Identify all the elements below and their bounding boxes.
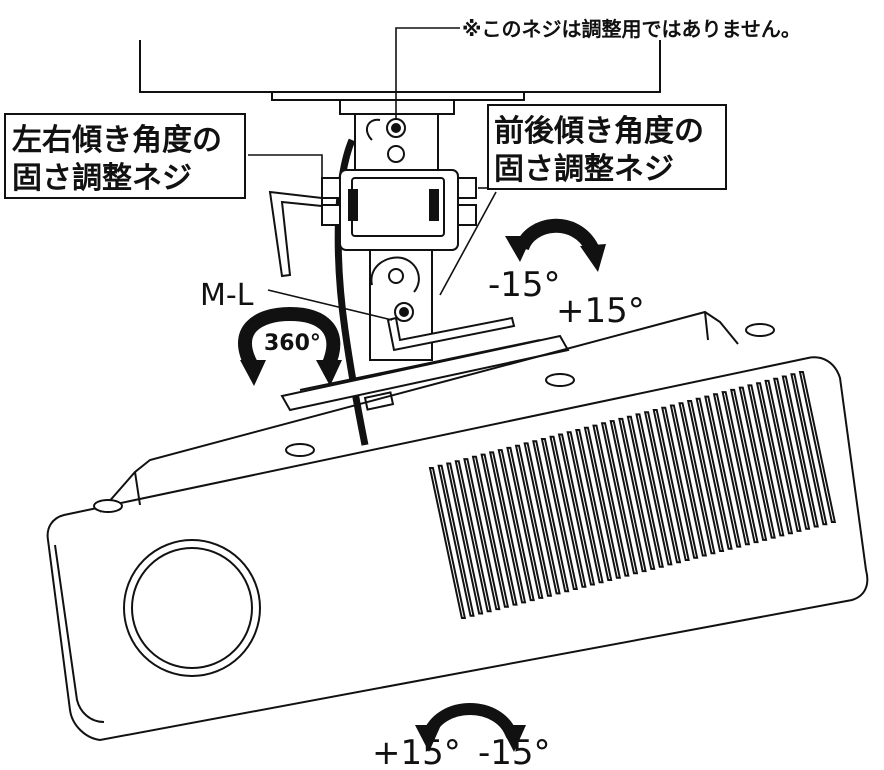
- tilt-minus-label: -15°: [488, 265, 561, 305]
- vent-slat: [635, 413, 673, 566]
- vent-slat: [747, 384, 785, 537]
- leader-lines: [248, 27, 497, 321]
- vent-slat: [678, 402, 716, 555]
- vent-slat: [454, 460, 492, 613]
- vent-slat: [514, 444, 553, 597]
- vent-slat: [488, 451, 527, 604]
- vent-slat: [738, 386, 776, 539]
- tilt-arrow-icon: [505, 218, 606, 272]
- right-label-line1: 前後傾き角度の: [494, 114, 704, 149]
- note-text: ※このネジは調整用ではありません。: [462, 17, 801, 41]
- vent-slat: [669, 404, 707, 557]
- vent-slat: [686, 400, 725, 552]
- vent-grill: [428, 371, 837, 619]
- vent-slat: [643, 411, 682, 564]
- vent-slat: [506, 446, 544, 599]
- hex-wrench-ml: [386, 316, 516, 352]
- vent-slat: [540, 438, 579, 590]
- vent-slat: [532, 440, 570, 593]
- ceiling-plate: [139, 40, 661, 115]
- tilt-plus-label: +15°: [556, 291, 645, 331]
- vent-slat: [497, 449, 535, 602]
- vent-slat: [790, 373, 828, 526]
- vent-slat: [463, 458, 501, 611]
- left-label-line2: 固さ調整ネジ: [12, 161, 192, 196]
- vent-slat: [626, 415, 664, 568]
- left-label-line1: 左右傾き角度の: [12, 123, 222, 158]
- vent-slat: [446, 462, 484, 615]
- hex-wrench-left: [268, 190, 323, 278]
- vent-slat: [781, 375, 819, 528]
- rotation-360-arrow-icon: [238, 306, 342, 386]
- rotation-label: 360°: [264, 331, 321, 356]
- vent-slat: [798, 371, 837, 523]
- vent-slat: [609, 420, 647, 573]
- vent-slat: [652, 409, 690, 561]
- vent-slat: [721, 391, 759, 544]
- right-label-box: [487, 104, 727, 190]
- left-label-box: [4, 113, 246, 199]
- vent-slat: [437, 464, 475, 617]
- vent-slat: [618, 417, 656, 570]
- vent-slat: [523, 442, 561, 595]
- vent-slat: [772, 377, 811, 530]
- vent-slat: [755, 382, 794, 535]
- vent-slat: [729, 388, 768, 541]
- roll-plus-label: +15°: [372, 733, 461, 770]
- vent-slat: [695, 397, 733, 550]
- vent-slat: [575, 429, 613, 581]
- vent-slat: [583, 426, 622, 579]
- vent-slat: [600, 422, 639, 575]
- vent-slat: [549, 435, 587, 588]
- vent-slat: [566, 431, 604, 584]
- vent-slat: [557, 433, 596, 586]
- vent-slat: [471, 455, 510, 608]
- vent-slat: [480, 453, 518, 606]
- right-label-line2: 固さ調整ネジ: [494, 152, 674, 187]
- vent-slat: [661, 406, 699, 559]
- vent-slat: [592, 424, 630, 577]
- vent-slat: [704, 395, 742, 548]
- rotation-plate: [280, 334, 570, 412]
- vent-slat: [764, 379, 802, 532]
- vent-slat: [428, 467, 467, 619]
- roll-arrow-icon: [415, 703, 526, 752]
- roll-minus-label: -15°: [478, 733, 551, 770]
- wrench-label: M-L: [200, 278, 254, 313]
- vent-slat: [712, 393, 751, 546]
